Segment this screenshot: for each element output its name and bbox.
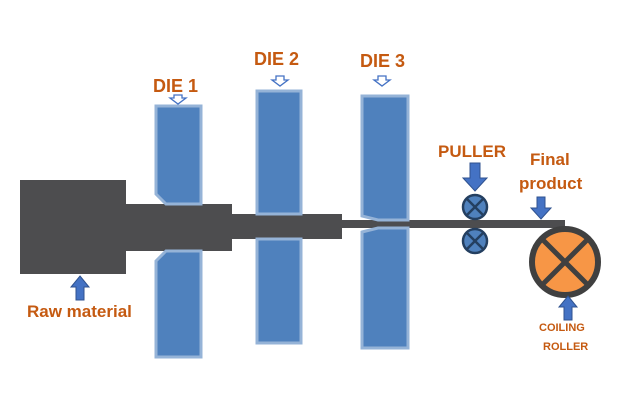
coiling-roller-cross-circle-icon	[529, 226, 601, 298]
die-1-label: DIE 1	[153, 76, 199, 96]
coiling-roller-label-line2: ROLLER	[543, 341, 589, 353]
die-2-arrow-icon	[270, 75, 290, 87]
final-product-arrow-icon	[529, 196, 553, 220]
die-2	[255, 89, 303, 345]
final-product-label-line1: Final	[530, 150, 570, 169]
puller-label: PULLER	[438, 142, 506, 161]
puller-roller-bottom-cross-circle-icon	[461, 227, 489, 255]
puller-arrow-icon	[461, 162, 489, 192]
rod-stage-1	[126, 204, 232, 251]
puller-roller-top-cross-circle-icon	[461, 193, 489, 221]
final-product-label-line2: product	[519, 174, 583, 193]
die-1-arrow-icon	[168, 94, 188, 105]
raw-material-block	[20, 180, 126, 274]
raw-material-arrow-icon	[69, 275, 91, 301]
rod-stage-2	[232, 214, 342, 239]
die-1	[154, 104, 203, 359]
coiling-roller-arrow-icon	[557, 295, 579, 321]
die-3-arrow-icon	[372, 75, 392, 87]
die-3-label: DIE 3	[360, 51, 406, 71]
die-3	[360, 94, 410, 350]
die-2-label: DIE 2	[254, 49, 300, 69]
raw-material-label: Raw material	[27, 302, 132, 321]
coiling-roller-label-line1: COILING	[539, 322, 585, 334]
wire-final	[342, 220, 565, 228]
